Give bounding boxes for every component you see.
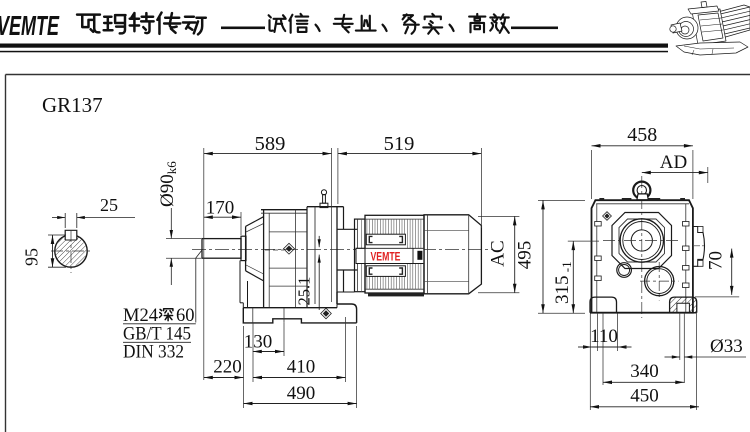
svg-text:VEMTE: VEMTE [371, 252, 401, 264]
svg-text:450: 450 [630, 386, 659, 407]
svg-text:25: 25 [100, 195, 118, 215]
svg-text:Ø33: Ø33 [710, 336, 743, 357]
svg-text:170: 170 [206, 198, 235, 219]
svg-text:410: 410 [287, 357, 316, 378]
svg-text:25.1: 25.1 [295, 277, 314, 306]
svg-text:M24: M24 [123, 306, 158, 326]
svg-text:60: 60 [176, 306, 195, 326]
svg-text:589: 589 [255, 133, 286, 155]
svg-text:Ø90k6: Ø90k6 [157, 161, 179, 207]
svg-text:130: 130 [244, 331, 273, 352]
svg-text:AC: AC [488, 240, 509, 266]
svg-text:VEMTE: VEMTE [0, 10, 60, 41]
svg-text:GR137: GR137 [42, 93, 103, 117]
svg-text:DIN 332: DIN 332 [123, 343, 184, 363]
svg-text:110: 110 [590, 326, 618, 347]
svg-text:490: 490 [287, 383, 316, 404]
svg-text:AD: AD [660, 152, 687, 173]
svg-text:495: 495 [515, 241, 536, 270]
svg-text:GB/T 145: GB/T 145 [123, 325, 191, 345]
svg-text:95: 95 [22, 248, 42, 266]
svg-text:340: 340 [630, 361, 659, 382]
svg-text:519: 519 [384, 133, 415, 155]
svg-text:458: 458 [627, 124, 657, 146]
svg-text:220: 220 [213, 357, 242, 378]
svg-text:70: 70 [706, 251, 727, 270]
